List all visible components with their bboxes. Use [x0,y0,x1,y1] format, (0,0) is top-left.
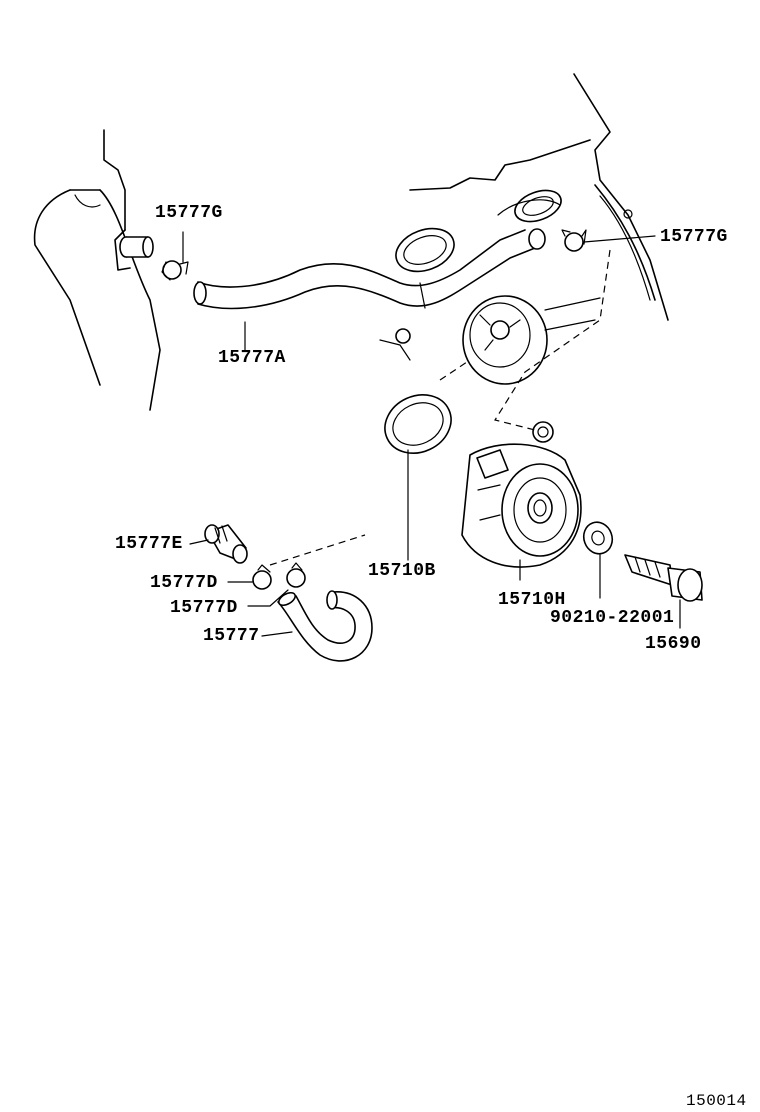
label-15777A: 15777A [218,348,286,368]
bracket-structure [33,129,161,411]
label-15690: 15690 [645,634,702,654]
engine-block-outline [409,73,669,321]
block-gaskets [379,189,562,361]
gasket-15710B [384,394,452,561]
figure-number: 150014 [686,1092,747,1110]
clamp-15777D-b [247,562,306,607]
leader-lines [189,321,253,583]
label-15777G-right: 15777G [660,227,728,247]
bolt-15690 [624,554,703,629]
label-15777G-left: 15777G [155,203,223,223]
label-15710H: 15710H [498,590,566,610]
label-15710B: 15710B [368,561,436,581]
hose-15777 [261,590,373,662]
label-15777D-b: 15777D [170,598,238,618]
oil-filter-mount [462,295,601,385]
hose-15777A [193,228,546,310]
label-15777E: 15777E [115,534,183,554]
label-15777D-a: 15777D [150,573,218,593]
washer-90210-22001 [582,521,614,599]
label-15777: 15777 [203,626,260,646]
union-15777E [204,524,248,564]
oil-cooler-15710H [439,249,611,581]
clamp-15777G-left [161,231,189,281]
clamp-15777D-a [252,534,366,590]
clamp-15777G-right [561,229,656,252]
label-90210-22001: 90210-22001 [550,608,674,628]
